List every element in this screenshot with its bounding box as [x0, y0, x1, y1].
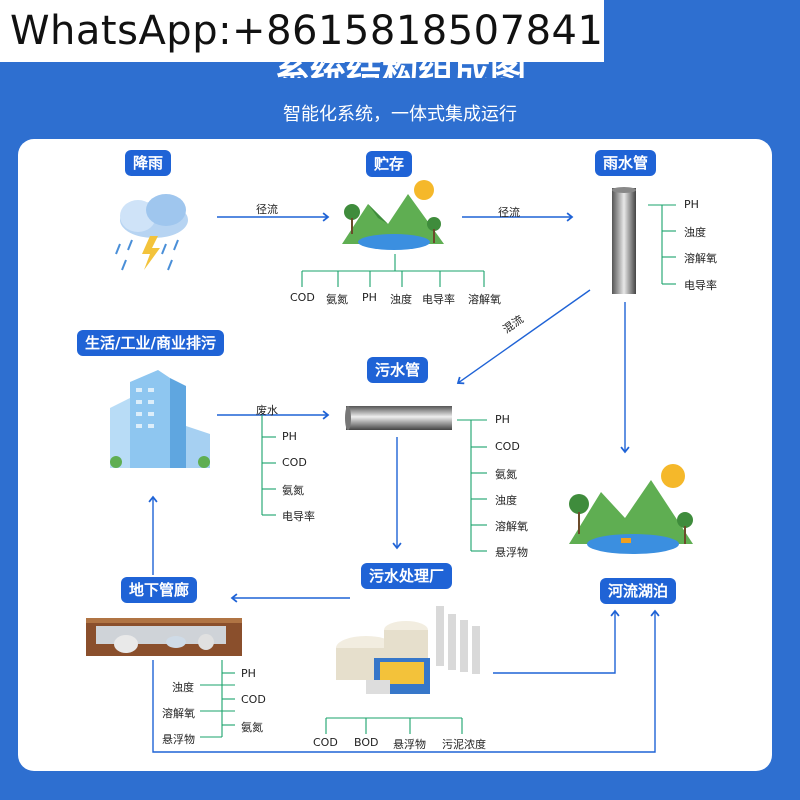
page-title: 系统结构组成图 — [273, 53, 526, 78]
node-discharge: 生活/工业/商业排污 — [77, 330, 224, 356]
param-label: COD — [282, 456, 307, 469]
param-label: PH — [362, 291, 377, 304]
treatment-plant-icon — [336, 606, 480, 694]
param-label: COD — [313, 736, 338, 749]
param-label: PH — [241, 667, 256, 680]
node-storage: 贮存 — [366, 151, 413, 177]
building-icon — [110, 370, 210, 468]
flow-label-wastewater: 废水 — [256, 404, 278, 417]
param-label: COD — [495, 440, 520, 453]
node-sewage-pipe: 污水管 — [367, 357, 429, 383]
param-label: 浊度 — [495, 494, 517, 507]
node-treatment-plant: 污水处理厂 — [361, 563, 453, 589]
param-label: 氨氮 — [495, 468, 517, 481]
param-label: 浊度 — [172, 681, 194, 694]
param-label: 溶解氧 — [468, 293, 501, 306]
landscape-icon — [569, 464, 693, 554]
param-label: 浊度 — [684, 226, 706, 239]
param-label: 溶解氧 — [495, 520, 528, 533]
param-label: 氨氮 — [241, 721, 263, 734]
flow-label-runoff: 径流 — [256, 203, 278, 216]
param-label: PH — [282, 430, 297, 443]
param-label: 氨氮 — [326, 293, 348, 306]
underground-tunnel-icon — [86, 618, 242, 656]
sewage-pipe-icon — [345, 406, 452, 430]
param-label: 悬浮物 — [162, 733, 195, 746]
watermark: WhatsApp:+8615818507841 — [0, 0, 604, 62]
node-underground: 地下管廊 — [121, 577, 198, 603]
param-label: 悬浮物 — [393, 738, 426, 751]
landscape-icon — [342, 180, 444, 250]
param-label: 悬浮物 — [495, 546, 528, 559]
param-label: 污泥浓度 — [442, 738, 486, 751]
param-label: 溶解氧 — [684, 252, 717, 265]
param-label: 氨氮 — [282, 484, 304, 497]
page-subtitle: 智能化系统，一体式集成运行 — [283, 104, 517, 125]
param-label: 浊度 — [390, 293, 412, 306]
flow-label-runoff: 径流 — [498, 206, 520, 219]
node-rain-pipe: 雨水管 — [595, 150, 657, 176]
param-label: COD — [290, 291, 315, 304]
rain-cloud-icon — [115, 194, 188, 271]
param-label: 电导率 — [282, 510, 315, 523]
param-label: 溶解氧 — [162, 707, 195, 720]
node-rain: 降雨 — [125, 150, 172, 176]
param-label: PH — [495, 413, 510, 426]
param-label: PH — [684, 198, 699, 211]
param-label: BOD — [354, 736, 379, 749]
rain-pipe-icon — [612, 187, 636, 294]
param-label: COD — [241, 693, 266, 706]
param-label: 电导率 — [422, 293, 455, 306]
node-rivers: 河流湖泊 — [600, 578, 677, 604]
param-label: 电导率 — [684, 279, 717, 292]
